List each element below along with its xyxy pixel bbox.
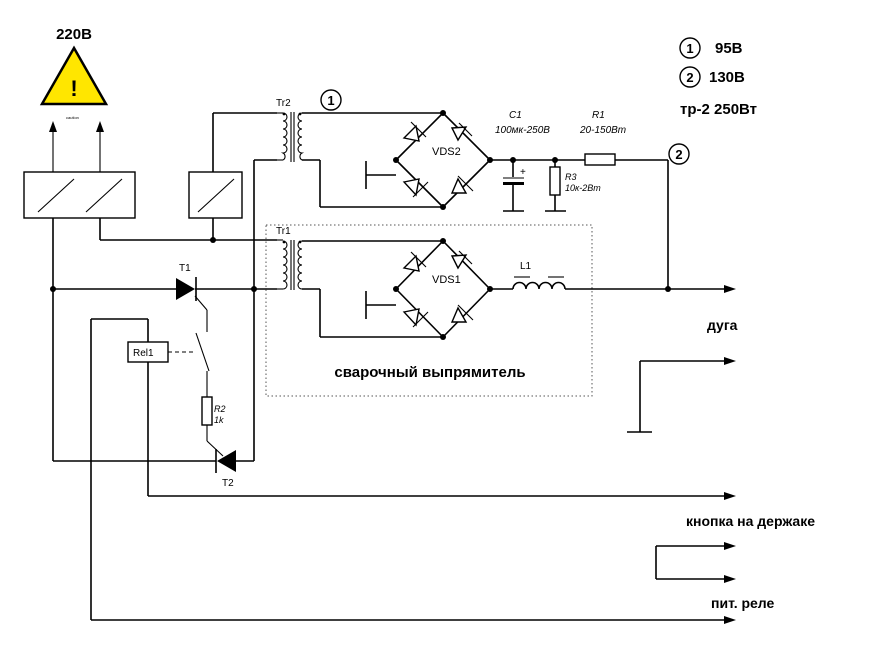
thyristor-t2 — [215, 449, 236, 473]
primary-wiring — [52, 112, 277, 462]
thyristor-t1 — [176, 277, 208, 332]
holder-button-label: кнопка на держаке — [686, 513, 815, 529]
supply-arrows — [49, 121, 104, 172]
t2-label: T2 — [222, 478, 234, 489]
legend-value-1: 95В — [715, 40, 743, 57]
r2-value: 1k — [214, 415, 224, 425]
inductor-l1 — [490, 276, 736, 293]
tr1-secondary-wiring — [302, 240, 443, 338]
transformer-tr2 — [277, 112, 305, 162]
tr2-label: Tr2 — [276, 98, 291, 109]
welding-rectifier-frame — [265, 224, 593, 397]
vds1-label: VDS1 — [432, 274, 461, 286]
tr1-label: Tr1 — [276, 226, 291, 237]
ground-return — [627, 357, 736, 433]
r3-value: 10к-2Вт — [565, 183, 601, 193]
diode-bridge-vds2 — [393, 110, 493, 210]
supply-voltage-label: 220В — [56, 26, 92, 43]
transformer-power-note: тр-2 250Вт — [680, 101, 757, 118]
relay-power-label: пит. реле — [711, 595, 775, 611]
resistor-r3 — [545, 157, 566, 212]
control-wiring — [90, 318, 736, 624]
main-switch — [23, 171, 136, 219]
legend: 1 95В 2 130В тр-2 250Вт — [679, 37, 757, 118]
resistor-r2 — [201, 396, 224, 457]
filter-capacitor-c1 — [490, 157, 585, 212]
legend-marker-2 — [679, 66, 701, 88]
r1-value: 20-150Вт — [579, 125, 626, 136]
legend-marker-1 — [679, 37, 701, 59]
node-1-label: 1 — [327, 93, 334, 108]
warning-glyph: ! — [70, 76, 77, 101]
node-2-marker — [668, 143, 690, 165]
r3-label: R3 — [565, 172, 577, 182]
c1-value: 100мк-250В — [495, 125, 550, 136]
r1-label: R1 — [592, 110, 605, 121]
vds2-label: VDS2 — [432, 146, 461, 158]
legend-value-2: 130В — [709, 69, 745, 86]
arc-output-label: дуга — [707, 317, 738, 333]
legend-num-1: 1 — [686, 41, 693, 56]
rel1-label: Rel1 — [133, 348, 154, 359]
legend-num-2: 2 — [686, 70, 693, 85]
tr2-switch — [188, 171, 243, 219]
c1-polarity: + — [520, 167, 526, 178]
junction-dots-primary — [50, 237, 257, 292]
l1-label: L1 — [520, 261, 532, 272]
t1-label: T1 — [179, 263, 191, 274]
c1-label: C1 — [509, 110, 522, 121]
tr2-secondary-wiring — [302, 112, 443, 208]
relay-contact — [195, 332, 210, 397]
welding-rectifier-caption: сварочный выпрямитель — [334, 364, 525, 381]
node-2-label: 2 — [675, 147, 682, 162]
diode-bridge-vds1 — [393, 238, 493, 340]
warning-triangle-icon: ! — [39, 45, 109, 106]
node-1-marker — [320, 89, 342, 111]
r2-label: R2 — [214, 404, 226, 414]
warning-small-caption: caution — [66, 115, 79, 120]
resistor-r1 — [584, 153, 669, 289]
transformer-tr1 — [277, 239, 303, 290]
